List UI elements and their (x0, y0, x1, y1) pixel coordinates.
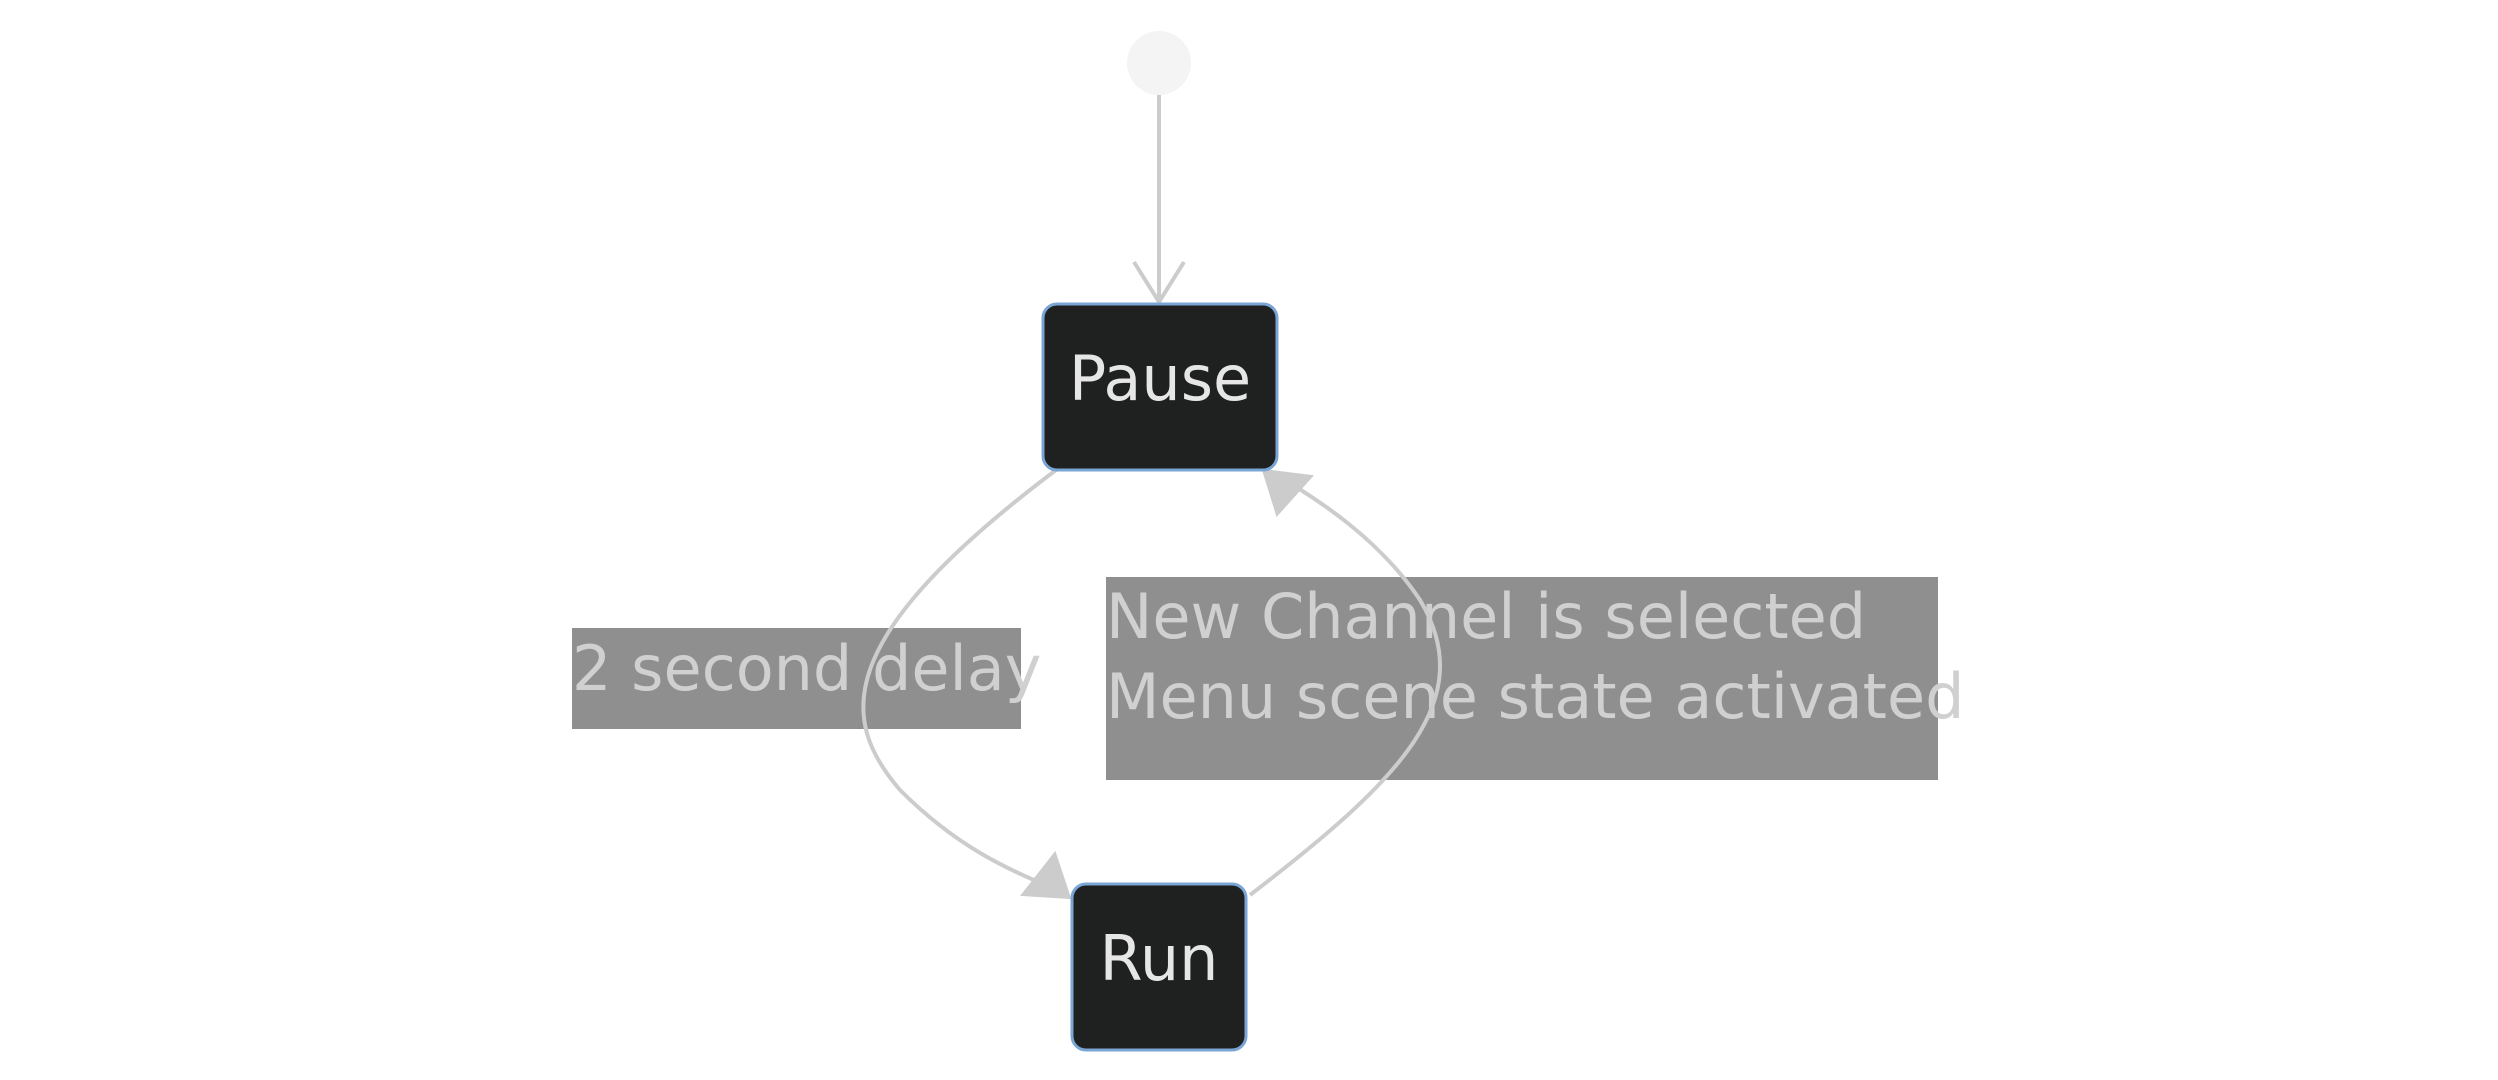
edge-run-to-pause (1248, 468, 1442, 897)
edge-start-to-pause (1132, 95, 1186, 306)
state-pause[interactable]: Pause (1041, 302, 1279, 472)
edge-line-run-to-pause (1248, 468, 1442, 897)
state-label-run: Run (1100, 922, 1219, 995)
edge-line-pause-to-run (861, 468, 1065, 895)
edge-label-text-pause-to-run: 2 second delay (572, 632, 1041, 705)
arrowhead-run-to-pause (1261, 468, 1315, 517)
arrowhead-start-to-pause (1132, 260, 1186, 306)
state-label-pause: Pause (1069, 342, 1251, 415)
arrowhead-pause-to-run (1020, 850, 1072, 900)
edge-label-bg-run-to-pause (1106, 577, 1938, 780)
state-box-pause (1041, 302, 1279, 472)
edge-label-line-1-run-to-pause: New Channel is selected (1106, 580, 1866, 653)
state-box-run (1070, 882, 1248, 1052)
edge-pause-to-run (861, 468, 1072, 900)
state-run[interactable]: Run (1070, 882, 1248, 1052)
edge-label-line-2-run-to-pause: Menu scene state activated (1106, 660, 1965, 733)
edge-label-pause-to-run: 2 second delay (572, 628, 1041, 729)
edge-label-run-to-pause: New Channel is selected Menu scene state… (1106, 577, 1965, 780)
start-node (1127, 31, 1191, 95)
edge-label-bg-pause-to-run (572, 628, 1021, 729)
